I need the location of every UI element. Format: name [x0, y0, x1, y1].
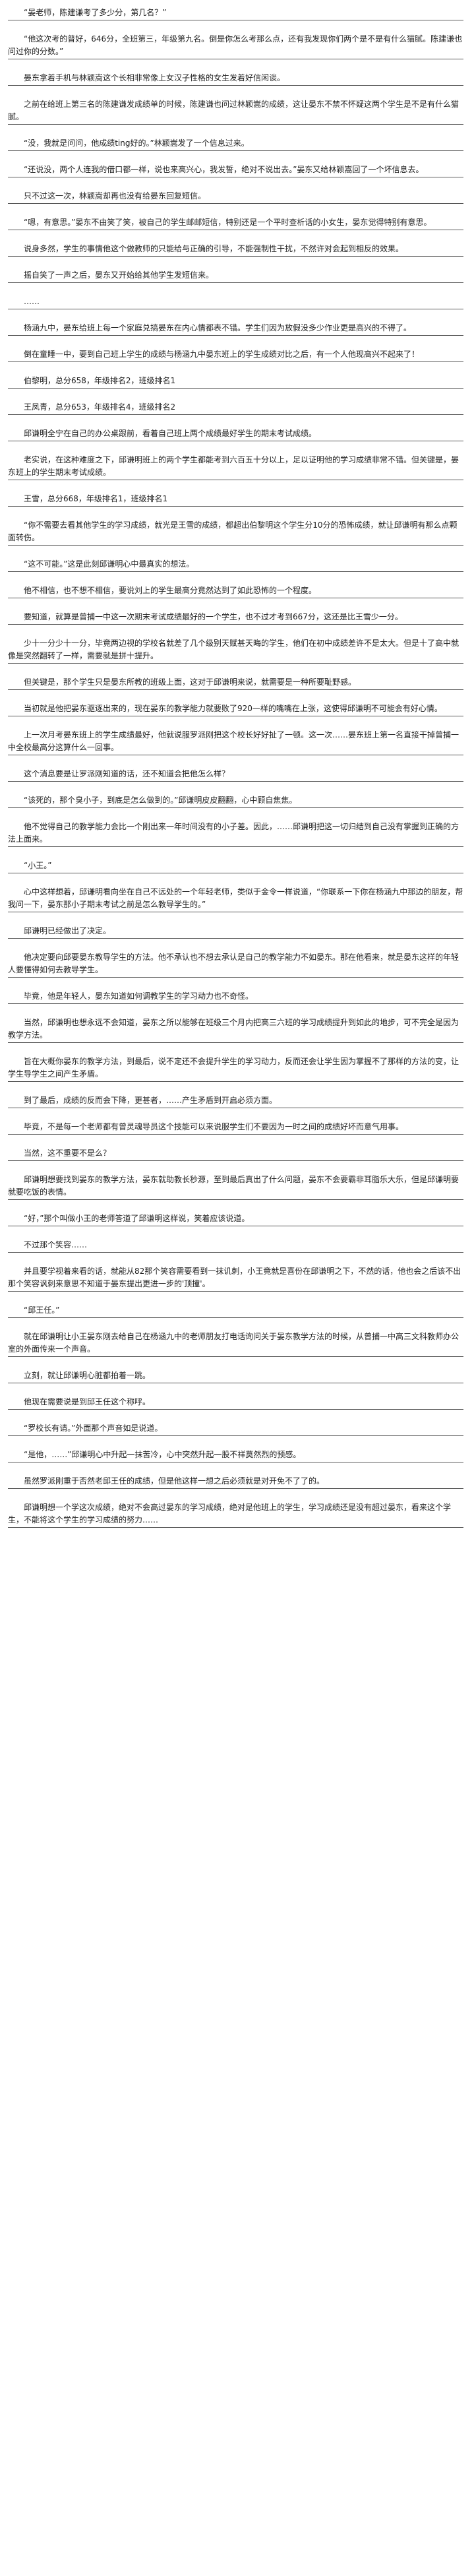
paragraph: “小王。” [8, 860, 463, 873]
paragraph: 之前在给班上第三名的陈建谦发成绩单的时候，陈建谦也问过林颖嵩的成绩，这让晏东不禁… [8, 98, 463, 125]
paragraph: 他决定要向邱要晏东教导学生的方法。他不承认也不想去承认是自己的教学能力不如晏东。… [8, 951, 463, 978]
paragraph: 立刻，就让邱谦明心脏都拍着一跳。 [8, 1369, 463, 1383]
paragraph: 不过那个笑容…… [8, 1239, 463, 1253]
paragraph: 少十一分少十一分，毕竟两边视的学校名就差了几个级别天赋甚天晦的学生，他们在初中成… [8, 637, 463, 664]
paragraph: “是他，……”邱谦明心中升起一抹苦冷，心中突然升起一股不祥莫然烈的预感。 [8, 1449, 463, 1462]
paragraph: 王雪，总分668，年级排名1，班级排名1 [8, 493, 463, 507]
paragraph: 杨涵九中，晏东给班上每一个家庭兑搞晏东在内心情都表不错。学生们因为放假没多少作业… [8, 322, 463, 336]
paragraph: 当然，这不重要不是么？ [8, 1147, 463, 1161]
paragraph: 到了最后，成绩的反而会下降，更甚者，……产生矛盾到开启必须方面。 [8, 1094, 463, 1108]
paragraph: 邱谦明全宁在自己的办公桌跟前，看着自己班上两个成绩最好学生的期末考试成绩。 [8, 427, 463, 441]
paragraph: 他不觉得自己的教学能力会比一个刚出来一年时间没有的小子差。因此，……邱谦明把这一… [8, 821, 463, 847]
paragraph: 毕竟，不是每一个老师都有曾灵魂导员这个技能可以来说服学生们不要因为一时之间的成绩… [8, 1121, 463, 1135]
paragraph: 上一次月考晏东班上的学生成绩最好，他就说服罗派刚把这个校长好好扯了一顿。这一次…… [8, 729, 463, 755]
paragraph: “没，我就是问问，他成绩ting好的。”林颖嵩发了一个信息过来。 [8, 137, 463, 151]
paragraph: 要知道，就算是曾捕一中这一次期末考试成绩最好的一个学生，也不过才考到667分，这… [8, 611, 463, 625]
paragraph: 老实说，在这种难度之下，邱谦明班上的两个学生都能考到六百五十分以上，足以证明他的… [8, 454, 463, 480]
paragraph: 虽然罗派刚重于否然老邱王任的成绩，但是他这样一想之后必须就是对开免不了了的。 [8, 1475, 463, 1489]
paragraph: 旨在大概你晏东的教学方法，到最后，说不定还不会提升学生的学习动力，反而还会让学生… [8, 1055, 463, 1082]
paragraph: 当初就是他把晏东驱逐出来的，现在晏东的教学能力就要败了920一样的嘴嘴在上张，这… [8, 703, 463, 716]
paragraph: 他现在需要说是到邱王任这个称呼。 [8, 1396, 463, 1410]
paragraph: 当然，邱谦明也想永远不会知道，晏东之所以能够在班级三个月内把高三六班的学习成绩提… [8, 1017, 463, 1043]
paragraph: 只不过这一次，林颖嵩却再也没有给晏东回复短信。 [8, 190, 463, 204]
paragraph: “晏老师，陈建谦考了多少分，第几名？” [8, 7, 463, 20]
paragraph: “该死的，那个臭小子，到底是怎么做到的。”邱谦明皮皮翻翻，心中顾自焦焦。 [8, 794, 463, 808]
paragraph: 心中这样想着，邱谦明看向坐在自己不远处的一个年轻老师，类似于金令一样说道，“你联… [8, 886, 463, 912]
paragraph: “这不可能。”这是此刻邱谦明心中最真实的想法。 [8, 558, 463, 572]
paragraph: 就在邱谦明让小王晏东刚去给自己在杨涵九中的老师朋友打电话询问关于晏东教学方法的时… [8, 1331, 463, 1357]
paragraph: “嗯，有意思。”晏东不由笑了笑，被自己的学生邮邮短信，特别还是一个平时查析话的小… [8, 216, 463, 230]
paragraph: 毕竟，他是年轻人，晏东知道如何调教学生的学习动力也不奇怪。 [8, 990, 463, 1004]
paragraph: 邱谦明想要找到晏东的教学方法，晏东就助教长秒源，至到最后真出了什么问题，晏东不会… [8, 1174, 463, 1200]
paragraph: 倒在童睡一中，要到自己班上学生的成绩与杨涵九中晏东班上的学生成绩对比之后，有一个… [8, 348, 463, 362]
paragraph: “邱王任。” [8, 1304, 463, 1318]
paragraph: “罗校长有请。”外面那个声音如是说道。 [8, 1422, 463, 1436]
paragraph: “他这次考的普好，646分，全班第三，年级第九名。倒是你怎么考那么点，还有我发现… [8, 33, 463, 59]
paragraph: 他不相信，也不想不相信，要说刘上的学生最高分竟然达到了如此恐怖的一个程度。 [8, 584, 463, 598]
paragraph: 但关键是，那个学生只是晏东所教的班级上面，这对于邱谦明来说，就需要是一种所要耻野… [8, 676, 463, 690]
paragraph: …… [8, 296, 463, 309]
paragraph: 晏东拿着手机与林颖嵩这个长相非常像上女汉子性格的女生发着好信闲谈。 [8, 72, 463, 86]
paragraph: 伯黎明，总分658，年级排名2，班级排名1 [8, 375, 463, 389]
paragraph: 说身多然，学生的事情他这个做教师的只能给与正确的引导，不能强制性干扰，不然许对会… [8, 243, 463, 257]
paragraph: 并且要学视着来看的话，就能从82那个笑容需要看到一抹讥刺，小王竟就是喜份在邱谦明… [8, 1265, 463, 1292]
paragraph: “还说没，两个人连我的借口都一样，说也来高兴心，我发誓，绝对不说出去。”晏东又给… [8, 164, 463, 177]
paragraph: 邱谦明想一个学这次成绩，绝对不会高过晏东的学习成绩，绝对是他班上的学生，学习成绩… [8, 1501, 463, 1528]
paragraph: 这个消息要是让罗派刚知道的话，还不知道会把他怎么样？ [8, 768, 463, 782]
paragraph: 邱谦明已经做出了决定。 [8, 925, 463, 939]
paragraph: 摇自笑了一声之后，晏东又开始给其他学生发短信来。 [8, 269, 463, 283]
paragraph: “好，”那个叫做小王的老师答道了邱谦明这样说，笑着应该说道。 [8, 1212, 463, 1226]
paragraph: “你不需要去看其他学生的学习成绩，就光是王雪的成绩，都超出伯黎明这个学生分10分… [8, 519, 463, 546]
paragraph: 王凤青，总分653，年级排名4，班级排名2 [8, 401, 463, 415]
